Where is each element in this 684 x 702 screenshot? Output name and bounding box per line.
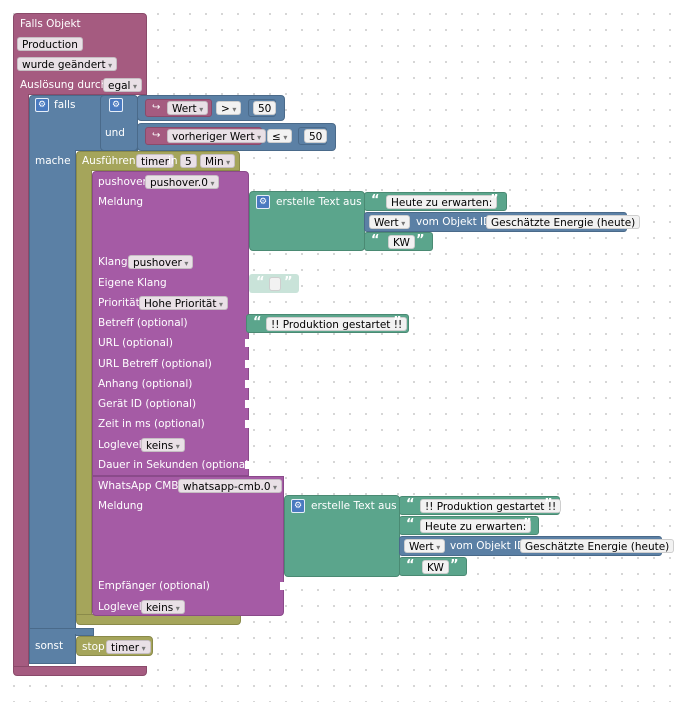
whatsapp-object-id-field[interactable]: Geschätzte Energie (heute): [520, 539, 675, 553]
pushover-device-label: Gerät ID (optional): [98, 398, 197, 410]
timer-run-label: Ausführen: [82, 155, 136, 167]
pushover-custom-sound-field[interactable]: [269, 277, 281, 291]
do-label: mache: [35, 155, 71, 167]
and-settings-icon[interactable]: ⚙: [109, 98, 123, 112]
if-settings-icon[interactable]: ⚙: [35, 98, 49, 112]
stop-timer-label: stop: [82, 641, 105, 653]
timer-unit-dropdown[interactable]: Min: [200, 154, 236, 168]
cmp2-left-dropdown[interactable]: vorheriger Wert: [167, 129, 267, 143]
timer-block-spine: [76, 170, 92, 616]
quote-open-icon: “: [406, 558, 415, 573]
whatsapp-text-join-label: erstelle Text aus: [311, 500, 397, 512]
quote-close-icon: ”: [416, 233, 425, 248]
pushover-instance-dropdown[interactable]: pushover.0: [145, 175, 220, 189]
return-arrow-icon: ↪: [152, 130, 161, 141]
pushover-time-label: Zeit in ms (optional): [98, 418, 205, 430]
pushover-unit-field[interactable]: KW: [388, 235, 415, 249]
event-object-field[interactable]: Production: [17, 37, 83, 51]
pushover-priority-label: Priorität: [98, 297, 140, 309]
pushover-object-id-field[interactable]: Geschätzte Energie (heute): [486, 215, 641, 229]
input-notch: [280, 582, 285, 590]
whatsapp-value-attr-dropdown[interactable]: Wert: [404, 539, 446, 553]
pushover-url-title-label: URL Betreff (optional): [98, 358, 212, 370]
pushover-title: pushover: [98, 176, 147, 188]
quote-open-icon: “: [406, 497, 415, 512]
cmp1-right-field[interactable]: 50: [253, 101, 277, 115]
quote-close-icon: ”: [544, 497, 553, 512]
whatsapp-text1-field[interactable]: !! Produktion gestartet !!: [420, 499, 562, 513]
cmp1-left-dropdown[interactable]: Wert: [167, 101, 209, 115]
cmp2-right-field[interactable]: 50: [304, 129, 328, 143]
event-block-spine: [13, 94, 29, 670]
event-block-foot: [13, 666, 147, 676]
quote-open-icon: “: [371, 233, 380, 248]
whatsapp-loglevel-label: Loglevel: [98, 601, 142, 613]
pushover-subject-field[interactable]: !! Produktion gestartet !!: [266, 317, 408, 331]
whatsapp-value-of-label: vom Objekt ID: [450, 540, 526, 552]
text-join-settings-icon[interactable]: ⚙: [291, 499, 305, 513]
whatsapp-unit-field[interactable]: KW: [422, 560, 449, 574]
whatsapp-text2-field[interactable]: Heute zu erwarten:: [420, 519, 532, 533]
event-trigger-label: Auslösung durch: [20, 79, 108, 91]
input-notch: [245, 420, 250, 428]
quote-close-icon: ”: [523, 517, 532, 532]
quote-close-icon: ”: [284, 275, 293, 290]
quote-open-icon: “: [371, 193, 380, 208]
event-condition-dropdown[interactable]: wurde geändert: [17, 57, 118, 71]
pushover-message-label: Meldung: [98, 196, 144, 208]
pushover-sound-dropdown[interactable]: pushover: [128, 255, 194, 269]
pushover-sound-label: Klang: [98, 256, 128, 268]
pushover-attachment-label: Anhang (optional): [98, 378, 193, 390]
cmp1-operator-dropdown[interactable]: >: [216, 101, 242, 115]
and-label: und: [105, 127, 125, 139]
whatsapp-recipient-label: Empfänger (optional): [98, 580, 210, 592]
whatsapp-block[interactable]: [92, 476, 284, 616]
timer-in-label: in: [168, 155, 178, 167]
quote-close-icon: ”: [490, 193, 499, 208]
pushover-duration-label: Dauer in Sekunden (optional): [98, 459, 253, 471]
pushover-text1-field[interactable]: Heute zu erwarten:: [386, 195, 498, 209]
cmp2-operator-dropdown[interactable]: ≤: [267, 129, 293, 143]
event-block[interactable]: [13, 13, 147, 95]
whatsapp-instance-dropdown[interactable]: whatsapp-cmb.0: [178, 479, 283, 493]
input-notch: [245, 339, 250, 347]
pushover-custom-sound-label: Eigene Klang: [98, 277, 167, 289]
quote-close-icon: ”: [450, 558, 459, 573]
if-block-spine: [29, 150, 76, 630]
whatsapp-loglevel-dropdown[interactable]: keins: [141, 600, 185, 614]
timer-var-field[interactable]: timer: [136, 154, 175, 168]
event-trigger-dropdown[interactable]: egal: [103, 78, 143, 92]
else-label: sonst: [35, 640, 64, 652]
input-notch: [245, 360, 250, 368]
return-arrow-icon: ↪: [152, 102, 161, 113]
timer-amount-field[interactable]: 5: [180, 154, 197, 168]
input-notch: [245, 380, 250, 388]
pushover-loglevel-label: Loglevel: [98, 439, 142, 451]
input-notch: [245, 461, 250, 469]
event-title: Falls Objekt: [20, 18, 81, 30]
if-block-else-spine: [29, 634, 76, 664]
input-notch: [245, 400, 250, 408]
pushover-url-label: URL (optional): [98, 337, 173, 349]
pushover-subject-label: Betreff (optional): [98, 317, 188, 329]
pushover-block[interactable]: [92, 171, 249, 476]
pushover-loglevel-dropdown[interactable]: keins: [141, 438, 185, 452]
quote-open-icon: “: [406, 517, 415, 532]
whatsapp-message-label: Meldung: [98, 500, 144, 512]
whatsapp-title: WhatsApp CMB: [98, 480, 179, 492]
quote-close-icon: ”: [393, 315, 402, 330]
stop-timer-dropdown[interactable]: timer: [106, 640, 151, 654]
pushover-value-of-label: vom Objekt ID: [416, 216, 492, 228]
pushover-text-join-label: erstelle Text aus: [276, 196, 362, 208]
pushover-priority-dropdown[interactable]: Hohe Priorität: [139, 296, 229, 310]
quote-open-icon: “: [256, 275, 265, 290]
quote-open-icon: “: [253, 315, 262, 330]
if-label: falls: [54, 99, 76, 111]
pushover-value-attr-dropdown[interactable]: Wert: [369, 215, 411, 229]
text-join-settings-icon[interactable]: ⚙: [256, 195, 270, 209]
